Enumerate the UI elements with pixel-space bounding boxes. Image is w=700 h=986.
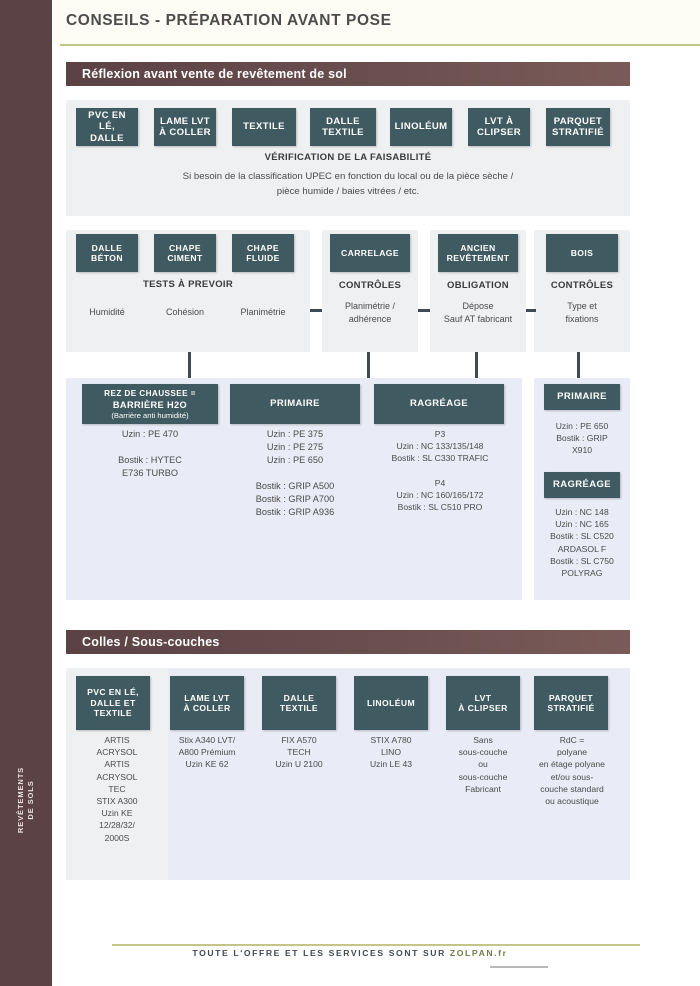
footer-underline — [490, 966, 548, 968]
page-header: CONSEILS - PRÉPARATION AVANT POSE — [52, 0, 700, 44]
tag-dalle-textile-label: DALLE TEXTILE — [322, 115, 364, 139]
tag-linoleum[interactable]: LINOLÉUM — [390, 108, 452, 146]
tag-primaire[interactable]: PRIMAIRE — [230, 384, 360, 424]
tag-colle-lvt-clipser-label: LVT À CLIPSER — [458, 692, 508, 714]
tag-parquet-stratifie-label: PARQUET STRATIFIÉ — [552, 115, 604, 139]
tag-barriere-h2o-sub: (Barrière anti humidité) — [111, 411, 189, 420]
feasibility-line-1: Si besoin de la classification UPEC en f… — [182, 171, 514, 182]
tag-colle-linoleum[interactable]: LINOLÉUM — [354, 676, 428, 730]
product-ragreage-body: P3 Uzin : NC 133/135/148 Bostik : SL C33… — [391, 429, 489, 513]
product-wood-ragreage-body: Uzin : NC 148 Uzin : NC 165 Bostik : SL … — [550, 507, 614, 579]
tag-wood-ragreage[interactable]: RAGRÉAGE — [544, 472, 620, 498]
tag-lvt-clipser[interactable]: LVT À CLIPSER — [468, 108, 530, 146]
tests-heading: TESTS À PREVOIR — [142, 279, 233, 290]
tag-dalle-beton-label: DALLE BÉTON — [91, 242, 123, 264]
tag-textile-label: TEXTILE — [243, 121, 285, 133]
tag-chape-ciment[interactable]: CHAPE CIMENT — [154, 234, 216, 272]
tag-bois[interactable]: BOIS — [546, 234, 618, 272]
colle-body-5: Sans sous-couche ou sous-couche Fabrican… — [458, 735, 508, 794]
tag-colle-dalle-textile[interactable]: DALLE TEXTILE — [262, 676, 336, 730]
tag-ancien-revetement[interactable]: ANCIEN REVÊTEMENT — [438, 234, 518, 272]
tag-lame-lvt-coller-label: LAME LVT À COLLER — [159, 115, 211, 139]
tag-colle-pvc-dalle-textile[interactable]: PVC EN LÉ, DALLE ET TEXTILE — [76, 676, 150, 730]
connector-h-2 — [418, 309, 430, 312]
page-title: CONSEILS - PRÉPARATION AVANT POSE — [66, 12, 392, 29]
tag-wood-ragreage-label: RAGRÉAGE — [552, 479, 612, 491]
side-tab: REVÊTEMENTS DE SOLS — [0, 0, 52, 986]
tag-ragreage-label: RAGRÉAGE — [409, 398, 469, 410]
tag-lame-lvt-coller[interactable]: LAME LVT À COLLER — [154, 108, 216, 146]
bois-body: Type et fixations — [565, 301, 599, 324]
colle-body-2: Stix A340 LVT/ A800 Prémium Uzin KE 62 — [178, 735, 236, 770]
test-item-planimetrie: Planimétrie — [240, 307, 286, 317]
colle-body-1: ARTIS ACRYSOL ARTIS ACRYSOL TEC STIX A30… — [96, 735, 138, 843]
carrelage-heading: CONTRÔLES — [338, 280, 402, 291]
tag-colle-lvt-clipser[interactable]: LVT À CLIPSER — [446, 676, 520, 730]
tag-colle-linoleum-label: LINOLÉUM — [366, 697, 416, 708]
test-item-humidite: Humidité — [89, 307, 125, 317]
colle-body-6: RdC = polyane en étage polyane et/ou sou… — [539, 735, 605, 807]
tag-ragreage[interactable]: RAGRÉAGE — [374, 384, 504, 424]
tag-chape-ciment-label: CHAPE CIMENT — [167, 242, 203, 264]
tag-dalle-beton[interactable]: DALLE BÉTON — [76, 234, 138, 272]
tag-parquet-stratifie[interactable]: PARQUET STRATIFIÉ — [546, 108, 610, 146]
side-tab-label-line1: REVÊTEMENTS — [16, 766, 25, 834]
connector-v-1 — [188, 352, 191, 378]
tag-primaire-label: PRIMAIRE — [270, 398, 320, 410]
feasibility-line-2: pièce humide / baies vitrées / etc. — [276, 186, 420, 197]
tag-linoleum-label: LINOLÉUM — [394, 121, 448, 133]
tag-colle-lame-lvt-label: LAME LVT À COLLER — [183, 692, 231, 714]
connector-v-2 — [367, 352, 370, 378]
test-item-cohesion: Cohésion — [165, 307, 205, 317]
colle-body-3: FIX A570 TECH Uzin U 2100 — [275, 735, 323, 770]
tag-barriere-h2o[interactable]: REZ DE CHAUSSEE = BARRIÈRE H2O (Barrière… — [82, 384, 218, 424]
tag-wood-primaire[interactable]: PRIMAIRE — [544, 384, 620, 410]
ancien-heading: OBLIGATION — [447, 280, 509, 291]
bois-heading: CONTRÔLES — [550, 280, 614, 291]
tag-barriere-h2o-line1: REZ DE CHAUSSEE = — [104, 389, 196, 398]
colle-body-4: STIX A780 LINO Uzin LE 43 — [369, 735, 413, 770]
tag-barriere-h2o-line2: BARRIÈRE H2O — [112, 399, 188, 410]
tag-colle-dalle-textile-label: DALLE TEXTILE — [279, 692, 319, 714]
connector-h-1 — [310, 309, 322, 312]
tag-dalle-textile[interactable]: DALLE TEXTILE — [310, 108, 376, 146]
tag-ancien-revetement-label: ANCIEN REVÊTEMENT — [446, 242, 510, 264]
tag-textile[interactable]: TEXTILE — [232, 108, 296, 146]
tag-colle-parquet-stratifie[interactable]: PARQUET STRATIFIÉ — [534, 676, 608, 730]
connector-h-3 — [526, 309, 536, 312]
tag-pvc-dalle[interactable]: PVC EN LÉ, DALLE — [76, 108, 138, 146]
tag-lvt-clipser-label: LVT À CLIPSER — [477, 115, 521, 139]
carrelage-body: Planimétrie / adhérence — [344, 301, 396, 324]
footer-domain-link[interactable]: ZOLPAN.fr — [449, 948, 508, 958]
connector-v-3 — [475, 352, 478, 378]
side-tab-label: REVÊTEMENTS DE SOLS — [16, 767, 36, 833]
feasibility-title: VÉRIFICATION DE LA FAISABILITÉ — [264, 152, 432, 163]
tag-carrelage-label: CARRELAGE — [340, 247, 400, 258]
tag-colle-parquet-stratifie-label: PARQUET STRATIFIÉ — [547, 692, 595, 714]
tag-carrelage[interactable]: CARRELAGE — [330, 234, 410, 272]
ancien-body: Dépose Sauf AT fabricant — [443, 301, 513, 324]
product-primaire-body: Uzin : PE 375 Uzin : PE 275 Uzin : PE 65… — [255, 429, 335, 517]
tag-wood-primaire-label: PRIMAIRE — [557, 391, 607, 403]
header-divider — [60, 44, 700, 46]
tag-chape-fluide-label: CHAPE FLUIDE — [246, 242, 280, 264]
tag-bois-label: BOIS — [570, 247, 594, 258]
section-bar-colles-label: Colles / Sous-couches — [82, 635, 220, 649]
side-tab-label-line2: DE SOLS — [26, 780, 35, 820]
connector-v-4 — [577, 352, 580, 378]
section-bar-colles: Colles / Sous-couches — [66, 630, 630, 654]
footer-text-main: TOUTE L'OFFRE ET LES SERVICES SONT SUR — [192, 948, 450, 958]
tag-colle-pvc-dalle-textile-label: PVC EN LÉ, DALLE ET TEXTILE — [87, 687, 139, 719]
tag-pvc-dalle-label: PVC EN LÉ, DALLE — [88, 109, 126, 144]
product-barriere-body: Uzin : PE 470 Bostik : HYTEC E736 TURBO — [118, 429, 182, 478]
footer-text: TOUTE L'OFFRE ET LES SERVICES SONT SUR Z… — [0, 948, 700, 958]
product-wood-primaire-body: Uzin : PE 650 Bostik : GRIP X910 — [555, 421, 609, 456]
footer-divider — [112, 944, 640, 946]
tag-chape-fluide[interactable]: CHAPE FLUIDE — [232, 234, 294, 272]
tag-colle-lame-lvt[interactable]: LAME LVT À COLLER — [170, 676, 244, 730]
section-bar-reflexion-label: Réflexion avant vente de revêtement de s… — [82, 67, 347, 81]
section-bar-reflexion: Réflexion avant vente de revêtement de s… — [66, 62, 630, 86]
